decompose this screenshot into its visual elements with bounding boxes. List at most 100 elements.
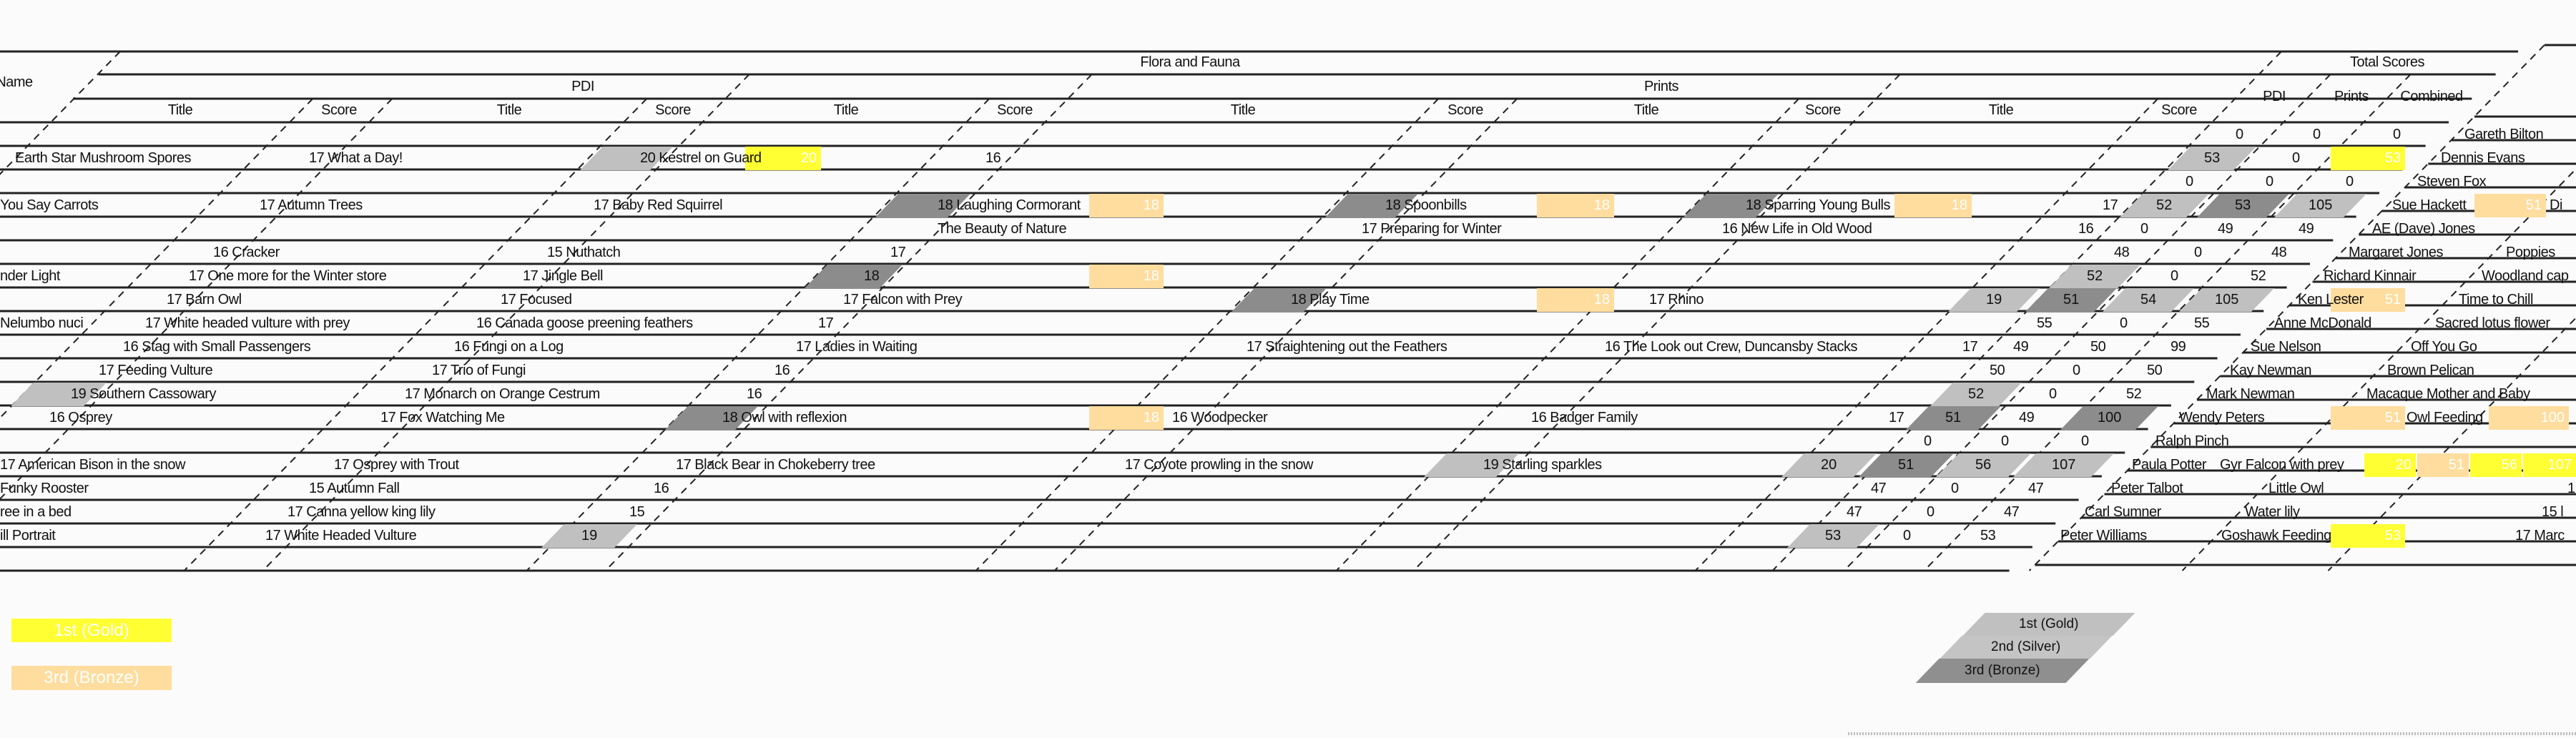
table-cell: 17 Ladies in Waiting [796, 339, 918, 355]
table-cell: 17 Straightening out the Feathers [1247, 339, 1447, 355]
table-cell: 19 Southern Cassowary [71, 386, 216, 402]
column-header-score: Score [321, 102, 357, 118]
cell-value: 100 [2097, 410, 2122, 425]
table-cell: 0 [1924, 433, 1932, 449]
table-cell: 17 American Bison in the snow [0, 457, 186, 473]
table-cell: 47 [2004, 504, 2020, 520]
column-header-score: Score [655, 102, 691, 118]
cell-value: 53 [2203, 150, 2221, 166]
table-cell: 17 One more for the Winter store [189, 268, 387, 284]
medal-cell-gold: 20 [2364, 453, 2416, 477]
table-cell: 17 Trio of Fungi [432, 363, 526, 378]
column-divider [1843, 74, 2331, 571]
header-prints: Prints [1643, 79, 1679, 94]
dotted-divider [1848, 732, 2576, 735]
table-cell: 17 Jingle Bell [523, 268, 603, 284]
table-cell: Little Owl [2268, 481, 2324, 496]
cell-value: 19 [1985, 292, 2002, 308]
table-cell: 16 [775, 363, 790, 378]
table-cell: 16 Stag with Small Passengers [123, 339, 311, 355]
column-divider [0, 51, 121, 175]
column-header-title: Title [1230, 102, 1256, 118]
table-cell: 0 [2194, 245, 2202, 260]
table-cell: Gareth Bilton [2464, 127, 2544, 142]
table-cell: Sue Hackett [2392, 197, 2467, 213]
table-cell: Water lily [2245, 504, 2300, 520]
cell-value: 52 [2086, 268, 2103, 284]
table-cell: 16 Osprey [49, 410, 112, 425]
medal-cell-bronze: 51 [2474, 194, 2546, 217]
medal-cell-bronze: 51 [2331, 406, 2405, 430]
column-divider [1412, 74, 1901, 571]
table-cell: 0 [1903, 528, 1911, 543]
table-cell: 0 [2001, 433, 2009, 449]
table-cell: 19 Starling sparkles [1483, 457, 1602, 473]
table-cell: 0 [2346, 174, 2354, 190]
legend-right-silver: 2nd (Silver) [1940, 636, 2113, 659]
table-cell: Owl Feeding [2407, 410, 2483, 425]
table-cell: 17 Rhino [1649, 292, 1704, 308]
table-cell: 17 Autumn Trees [260, 197, 363, 213]
table-cell: 17 Marc [2515, 528, 2565, 543]
table-cell: 15 [629, 504, 645, 520]
column-header-title: Title [1633, 102, 1659, 118]
table-cell: Sue Nelson [2251, 339, 2321, 355]
cell-value: 105 [2308, 197, 2333, 213]
table-cell: 0 [2081, 433, 2089, 449]
table-cell: 17 [1962, 339, 1978, 355]
header-flora-and-fauna: Flora and Fauna [1140, 54, 1240, 70]
table-cell: Wendy Peters [2179, 410, 2265, 425]
column-header-score: Score [2161, 102, 2197, 118]
table-cell: Brown Pelican [2387, 363, 2474, 378]
table-cell: Margaret Jones [2349, 245, 2443, 260]
medal-cell-gold: 20 [745, 147, 821, 170]
table-cell: 16 [654, 481, 669, 496]
table-cell: Dennis Evans [2441, 150, 2525, 166]
table-cell: 17 Osprey with Trout [334, 457, 459, 473]
table-cell: Ralph Pinch [2155, 433, 2229, 449]
table-cell: 16 [2078, 221, 2094, 237]
table-cell: 17 Falcon with Prey [843, 292, 963, 308]
table-cell: 0 [2313, 127, 2321, 142]
header-total-pdi: PDI [2263, 89, 2286, 104]
medal-cell-gold: 107 [2523, 453, 2576, 477]
table-cell: 0 [2140, 221, 2148, 237]
table-cell: Mark Newman [2206, 386, 2295, 402]
table-cell: Paula Potter [2132, 457, 2207, 473]
medal-cell-bronze: 18 [1537, 288, 1614, 312]
header-name: Name [0, 74, 33, 90]
table-cell: 18 Sparring Young Bulls [1746, 197, 1891, 213]
legend-right-silver-label: 2nd (Silver) [1991, 639, 2061, 654]
legend-gold: 1st (Gold) [11, 619, 172, 642]
table-cell: 17 White headed vulture with prey [145, 315, 350, 331]
table-cell: Earth Star Mushroom Spores [15, 150, 192, 166]
table-cell: nder Light [0, 268, 60, 284]
table-cell: 16 Woodpecker [1172, 410, 1268, 425]
table-cell: 0 [1951, 481, 1959, 496]
cell-value: 51 [1898, 457, 1914, 473]
column-divider [2181, 167, 2576, 571]
table-cell: Sacred lotus flower [2435, 315, 2550, 331]
table-cell: Goshawk Feeding [2221, 528, 2331, 543]
column-header-title: Title [833, 102, 859, 118]
table-cell: 0 [2186, 174, 2193, 190]
table-cell: 48 [2114, 245, 2130, 260]
table-cell: 52 [2126, 386, 2142, 402]
medal-cell-bronze: 18 [1537, 194, 1614, 217]
cell-value: 20 [1821, 457, 1837, 473]
cell-value: 19 [581, 528, 598, 543]
table-cell: 49 [2218, 221, 2233, 237]
table-cell: 16 [747, 386, 762, 402]
column-divider [2028, 44, 2545, 571]
table-cell: 50 [2090, 339, 2106, 355]
table-cell: 47 [1871, 481, 1887, 496]
table-cell: 49 [2019, 410, 2035, 425]
medal-cell-bronze: 51 [2331, 288, 2405, 312]
table-cell: 17 Monarch on Orange Cestrum [405, 386, 600, 402]
header-total-scores: Total Scores [2349, 54, 2425, 70]
legend-right-bronze: 3rd (Bronze) [1915, 659, 2090, 683]
table-cell: 0 [1927, 504, 1935, 520]
table-cell: Carl Sumner [2085, 504, 2161, 520]
table-cell: 17 Black Bear in Chokeberry tree [676, 457, 875, 473]
medal-cell-bronze: 100 [2489, 406, 2569, 430]
